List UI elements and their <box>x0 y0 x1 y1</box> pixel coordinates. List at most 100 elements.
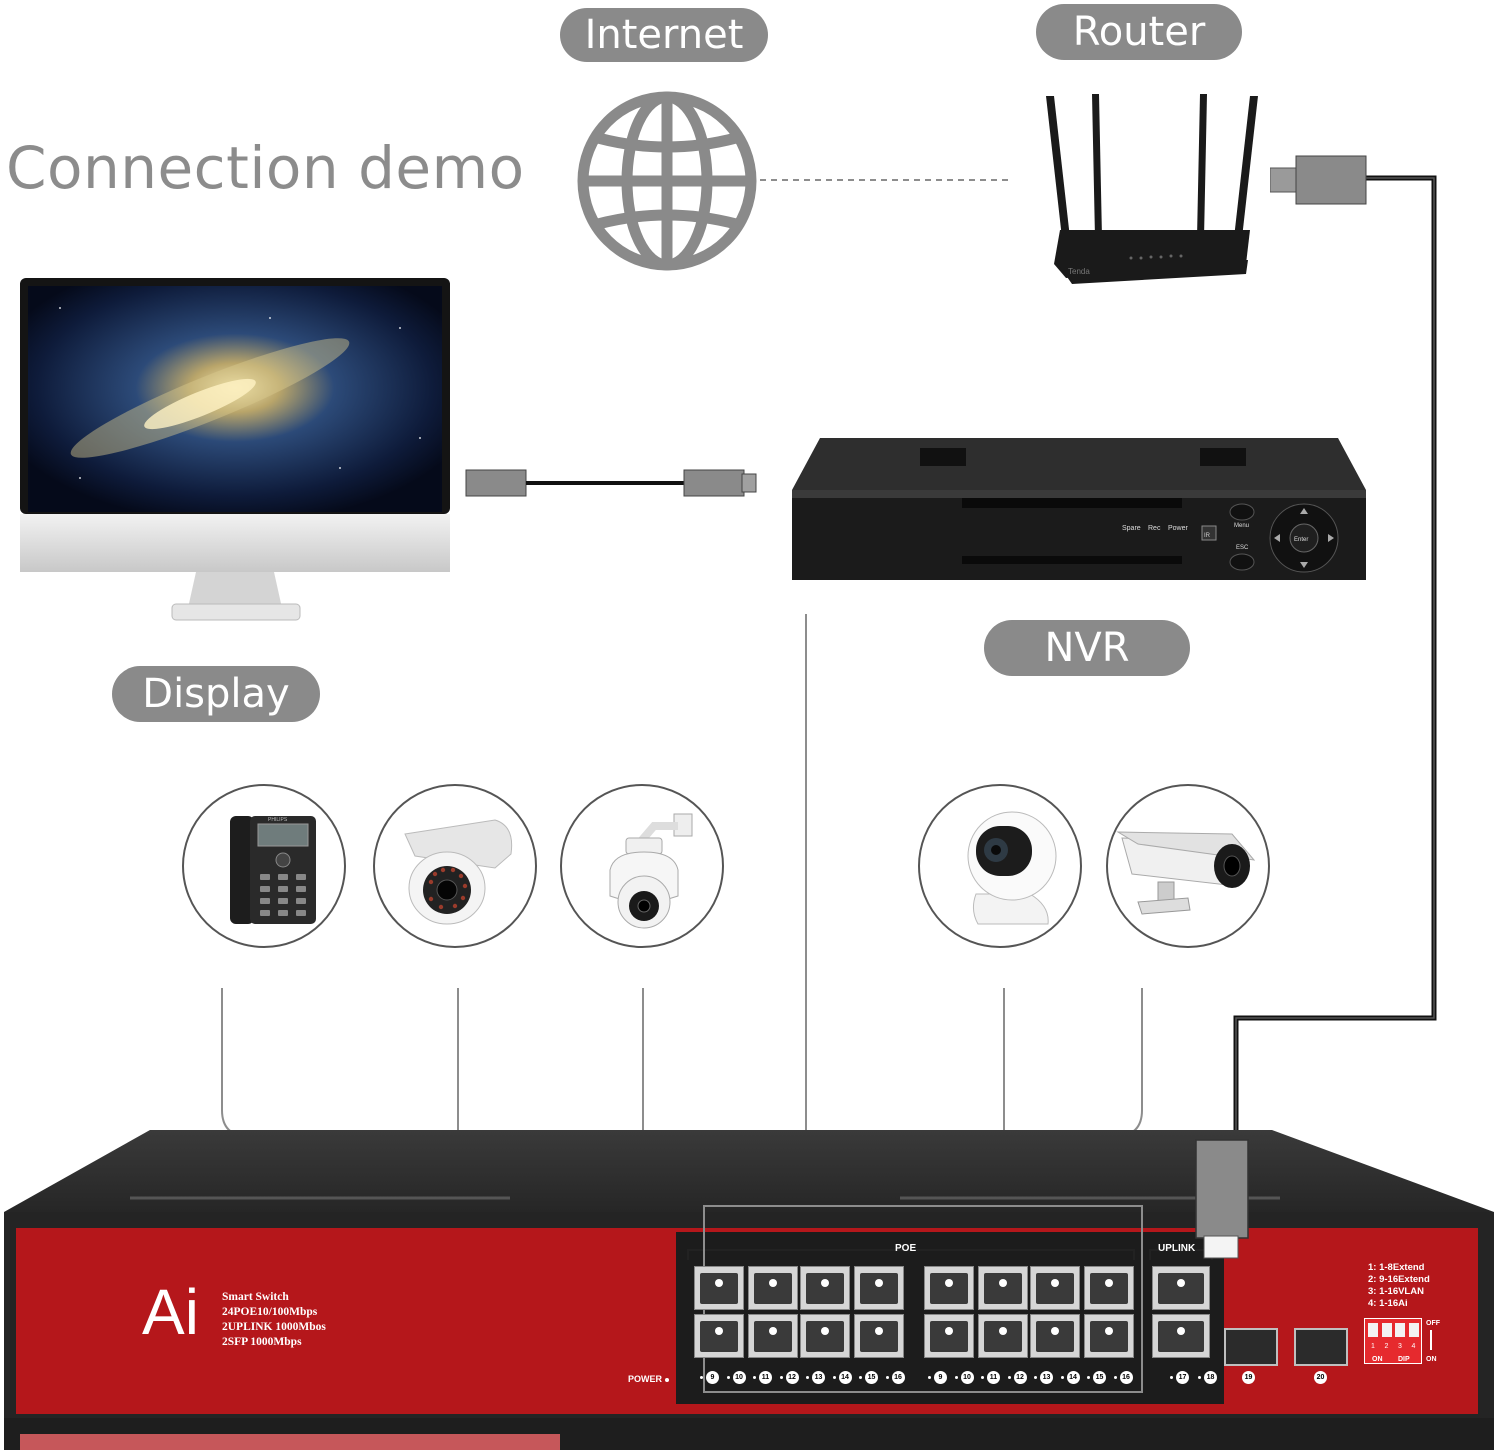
port-led-dot <box>806 1376 809 1379</box>
dip-on-label: ON <box>1372 1356 1383 1363</box>
nvr-device: Spare Rec Power IR Menu ESC Enter <box>792 438 1366 580</box>
port-led-dot <box>885 1376 889 1379</box>
port-number: 10 <box>960 1371 974 1384</box>
router-brand: Tenda <box>1068 267 1090 276</box>
dip-toggle[interactable] <box>1381 1323 1392 1337</box>
dip-toggle-number: 3 <box>1398 1343 1402 1350</box>
port-number: 12 <box>785 1371 799 1384</box>
dip-toggle[interactable] <box>1395 1323 1405 1337</box>
off-on-arrow-icon <box>1430 1330 1432 1350</box>
dip-mode: 1: 1-8Extend <box>1368 1262 1425 1273</box>
switch-specs: Smart Switch 24POE10/100Mbps 2UPLINK 100… <box>222 1290 326 1350</box>
monitor-display <box>20 278 450 621</box>
dip-mode-list: 1: 1-8Extend 2: 9-16Extend 3: 1-16VLAN 4… <box>1368 1262 1430 1310</box>
port-number: 9 <box>934 1371 947 1384</box>
bullet-camera-circle <box>1106 784 1270 948</box>
svg-text:PHILIPS: PHILIPS <box>268 817 288 823</box>
ptz-camera-circle <box>560 784 724 948</box>
port-led-dot <box>1060 1376 1064 1379</box>
dip-toggle[interactable] <box>1368 1323 1378 1337</box>
spec-line: 2UPLINK 1000Mbos <box>222 1321 326 1333</box>
port-number: 11 <box>987 1371 1000 1384</box>
indoor-camera-icon <box>967 811 1057 925</box>
spec-line: Smart Switch <box>222 1291 289 1303</box>
router-device: Tenda <box>1046 94 1258 284</box>
ip-phone-circle: PHILIPS <box>182 784 346 948</box>
svg-text:IR: IR <box>1204 533 1211 539</box>
power-label: POWER <box>628 1374 663 1384</box>
port-number: 14 <box>1066 1371 1080 1384</box>
svg-text:Spare: Spare <box>1122 525 1141 532</box>
dip-switch[interactable]: 1 2 3 4 <box>1364 1318 1422 1364</box>
globe-icon <box>577 91 757 271</box>
port-led-dot <box>954 1376 958 1379</box>
port-number: 20 <box>1314 1371 1327 1384</box>
port-led-dot <box>1113 1376 1117 1379</box>
port-led-dot <box>832 1376 836 1379</box>
svg-text:Enter: Enter <box>1294 537 1308 543</box>
ptz-camera-icon <box>609 813 693 929</box>
svg-text:Menu: Menu <box>1234 523 1249 529</box>
port-led-dot <box>726 1376 730 1379</box>
bullet-camera-icon <box>1116 831 1256 915</box>
port-number: 16 <box>891 1371 905 1384</box>
poe-switch-body <box>4 1130 1494 1450</box>
port-led-dot <box>1170 1376 1173 1379</box>
port-number: 15 <box>1093 1371 1106 1384</box>
port-number: 11 <box>759 1371 772 1384</box>
dip-toggle-number: 4 <box>1411 1343 1416 1350</box>
port-led-dot <box>928 1376 931 1379</box>
ip-phone-icon: PHILIPS <box>230 816 316 924</box>
dip-toggle-number: 2 <box>1384 1343 1389 1350</box>
off-label: OFF <box>1426 1320 1440 1327</box>
router-label: Router <box>1036 4 1242 60</box>
svg-text:Rec: Rec <box>1148 525 1161 532</box>
dip-mode: 2: 9-16Extend <box>1368 1274 1430 1285</box>
display-label: Display <box>112 666 320 722</box>
dip-mode: 3: 1-16VLAN <box>1368 1286 1424 1297</box>
svg-text:Power: Power <box>1168 525 1189 532</box>
port-number: 15 <box>865 1371 878 1384</box>
indoor-camera-circle <box>918 784 1082 948</box>
switch-logo: Ai <box>142 1276 199 1348</box>
uplink-cable-plug <box>1195 1139 1249 1259</box>
dome-camera-icon <box>404 819 513 925</box>
port-led-dot <box>1034 1376 1037 1379</box>
uplink-label: UPLINK <box>1158 1243 1196 1254</box>
port-led-dot <box>753 1376 756 1379</box>
port-number: 10 <box>732 1371 746 1384</box>
dip-toggle[interactable] <box>1408 1323 1419 1337</box>
diagram-title: Connection demo <box>6 134 525 202</box>
internet-label: Internet <box>560 8 768 62</box>
dip-mode: 4: 1-16Ai <box>1368 1298 1408 1309</box>
port-led-dot <box>859 1376 862 1379</box>
port-led-dot <box>1087 1376 1090 1379</box>
router-cable-connector <box>1270 155 1367 205</box>
nvr-label: NVR <box>984 620 1190 676</box>
port-number: 19 <box>1242 1371 1255 1384</box>
port-number: 14 <box>838 1371 852 1384</box>
port-number: 18 <box>1204 1371 1217 1384</box>
on-label: ON <box>1426 1356 1437 1363</box>
port-number: 12 <box>1013 1371 1027 1384</box>
spec-line: 2SFP 1000Mbps <box>222 1336 302 1348</box>
port-number: 16 <box>1119 1371 1133 1384</box>
dip-label: DIP <box>1398 1356 1410 1363</box>
port-led-dot <box>779 1376 783 1379</box>
port-number: 13 <box>812 1371 825 1384</box>
svg-text:ESC: ESC <box>1236 545 1249 551</box>
port-number: 9 <box>706 1371 719 1384</box>
port-led-dot <box>1007 1376 1011 1379</box>
port-led-dot <box>1198 1376 1201 1379</box>
port-number: 17 <box>1176 1371 1189 1384</box>
display-nvr-cable <box>465 469 757 497</box>
port-number: 13 <box>1040 1371 1053 1384</box>
dip-toggle-number: 1 <box>1371 1343 1375 1350</box>
poe-label: POE <box>895 1243 917 1254</box>
dome-camera-circle <box>373 784 537 948</box>
power-led <box>665 1378 669 1382</box>
spec-line: 24POE10/100Mbps <box>222 1306 318 1318</box>
port-led-dot <box>981 1376 984 1379</box>
port-led-dot <box>700 1376 703 1379</box>
